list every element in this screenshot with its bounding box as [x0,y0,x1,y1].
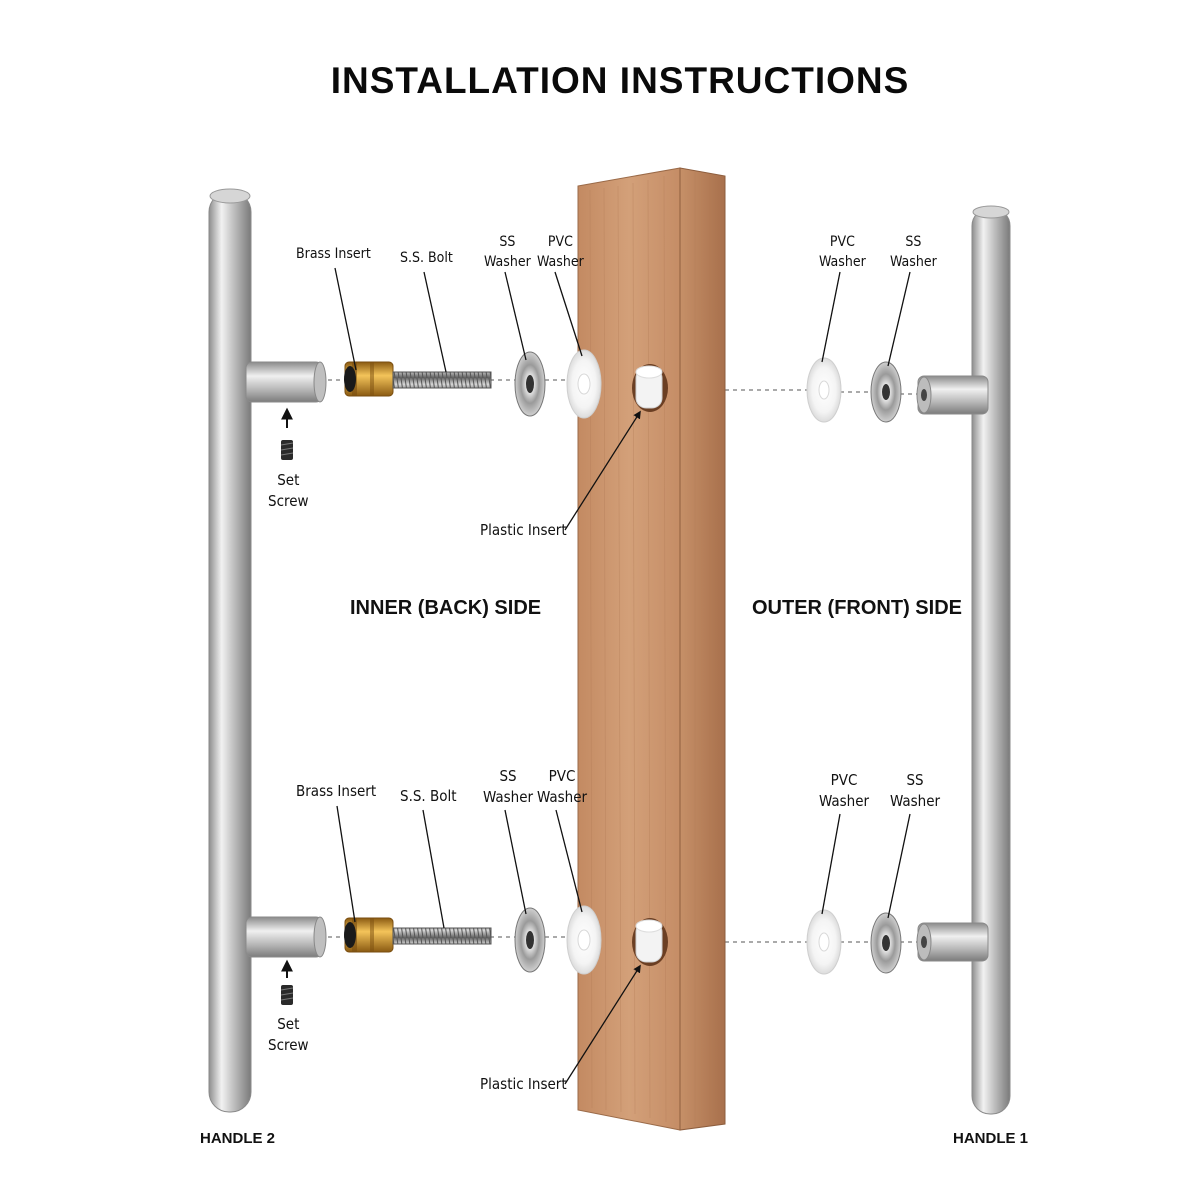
washer-text: Washer [537,254,584,270]
handle-1-label: HANDLE 1 [953,1130,1029,1147]
handle-1 [916,205,1011,1115]
brass-insert-bottom [344,917,394,953]
inner-side-heading: INNER (BACK) SIDE [350,597,542,619]
plastic-insert-label-bottom: Plastic Insert [480,1075,567,1093]
pvc-text: PVC [548,767,576,785]
pvc-washer-label-inner-top: PVC Washer [537,232,584,272]
pvc-washer-label-outer-top: PVC Washer [819,232,866,272]
pvc-washer-inner-bottom [566,905,602,975]
ss-text: SS [905,234,922,250]
ss-washer-label-inner-top: SS Washer [484,232,531,272]
washer-text: Washer [484,254,531,270]
ss-washer-label-inner-bottom: SS Washer [483,766,533,808]
ss-text: SS [499,767,517,785]
set-screw-label-bottom: Set Screw [268,1014,309,1056]
pvc-washer-label-outer-bottom: PVC Washer [819,770,869,812]
ss-bolt-bottom [392,927,492,945]
ss-bolt-label-bottom: S.S. Bolt [400,787,457,805]
ss-bolt-top [392,371,492,389]
pvc-text: PVC [829,234,855,250]
pvc-washer-outer-bottom [806,909,842,975]
ss-text: SS [499,234,516,250]
ss-washer-inner-bottom [514,907,546,973]
set-screw-top [280,407,294,460]
set-text: Set [277,1015,300,1033]
brass-insert-top [344,361,394,397]
set-text: Set [277,471,300,489]
screw-text: Screw [268,492,309,510]
ss-washer-label-outer-bottom: SS Washer [890,770,940,812]
ss-text: SS [906,771,924,789]
pvc-text: PVC [547,234,573,250]
handle-2-label: HANDLE 2 [200,1130,276,1147]
pvc-washer-label-inner-bottom: PVC Washer [537,766,587,808]
wood-door-panel [577,167,726,1131]
brass-insert-label-top: Brass Insert [296,246,371,262]
washer-text: Washer [890,792,941,810]
handle-2 [208,188,327,1113]
ss-washer-outer-top [870,361,902,423]
washer-text: Washer [819,792,870,810]
washer-text: Washer [537,788,588,806]
washer-text: Washer [890,254,937,270]
screw-text: Screw [268,1036,309,1054]
page-title: INSTALLATION INSTRUCTIONS [330,60,910,101]
ss-washer-outer-bottom [870,912,902,974]
ss-washer-label-outer-top: SS Washer [890,232,937,272]
pvc-washer-inner-top [566,349,602,419]
outer-side-heading: OUTER (FRONT) SIDE [752,597,962,619]
leader-lines [334,267,911,1085]
brass-insert-label-bottom: Brass Insert [296,782,377,800]
ss-washer-inner-top [514,351,546,417]
pvc-washer-outer-top [806,357,842,423]
set-screw-bottom [280,959,294,1005]
ss-bolt-label-top: S.S. Bolt [400,250,453,266]
set-screw-label-top: Set Screw [268,470,309,512]
washer-text: Washer [483,788,534,806]
washer-text: Washer [819,254,866,270]
plastic-insert-label-top: Plastic Insert [480,521,567,539]
pvc-text: PVC [830,771,858,789]
